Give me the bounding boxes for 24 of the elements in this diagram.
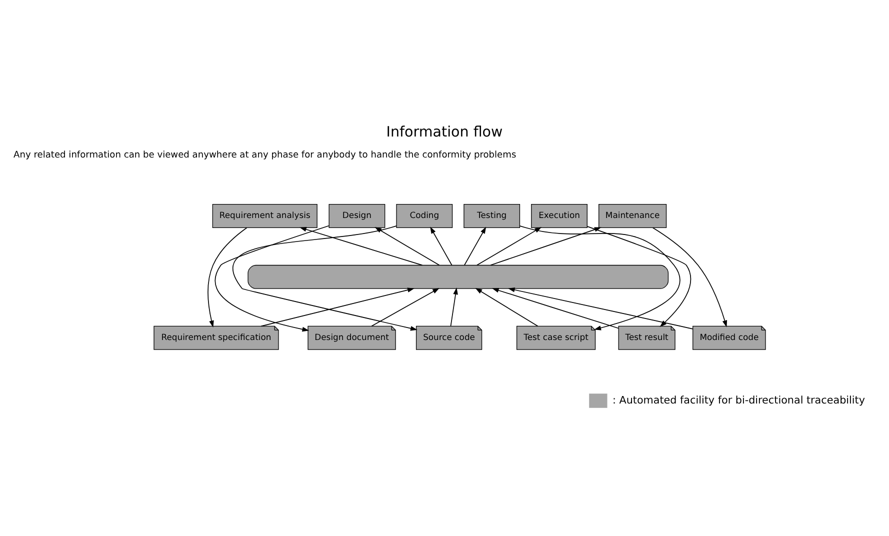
arrow bbox=[586, 226, 692, 326]
arrow bbox=[371, 288, 440, 326]
node-box: Testing bbox=[464, 203, 520, 228]
label: Any related information can be viewed anywhere at any phase for anybody to handle the conformity problems bbox=[14, 150, 516, 160]
arrow bbox=[652, 226, 728, 327]
arrow bbox=[490, 226, 602, 266]
arrow bbox=[476, 226, 542, 266]
arrow bbox=[300, 226, 423, 266]
arrow bbox=[464, 226, 486, 266]
legend-label: : Automated facility for bi-directional traceability bbox=[612, 394, 865, 406]
arrow bbox=[430, 226, 452, 266]
diagram-title: Information flow bbox=[386, 124, 503, 140]
node-box: Maintenance bbox=[598, 203, 667, 228]
arrow bbox=[475, 288, 538, 326]
arrow bbox=[492, 288, 619, 328]
node-bar bbox=[248, 264, 669, 288]
arrow bbox=[260, 287, 414, 326]
arrow bbox=[450, 287, 458, 326]
arrow bbox=[208, 226, 248, 327]
arrow bbox=[374, 226, 440, 266]
node-box: Coding bbox=[396, 203, 453, 228]
node-box: Requirement analysis bbox=[212, 203, 318, 228]
node-box: Design bbox=[328, 203, 386, 228]
node-box: Execution bbox=[531, 203, 588, 228]
